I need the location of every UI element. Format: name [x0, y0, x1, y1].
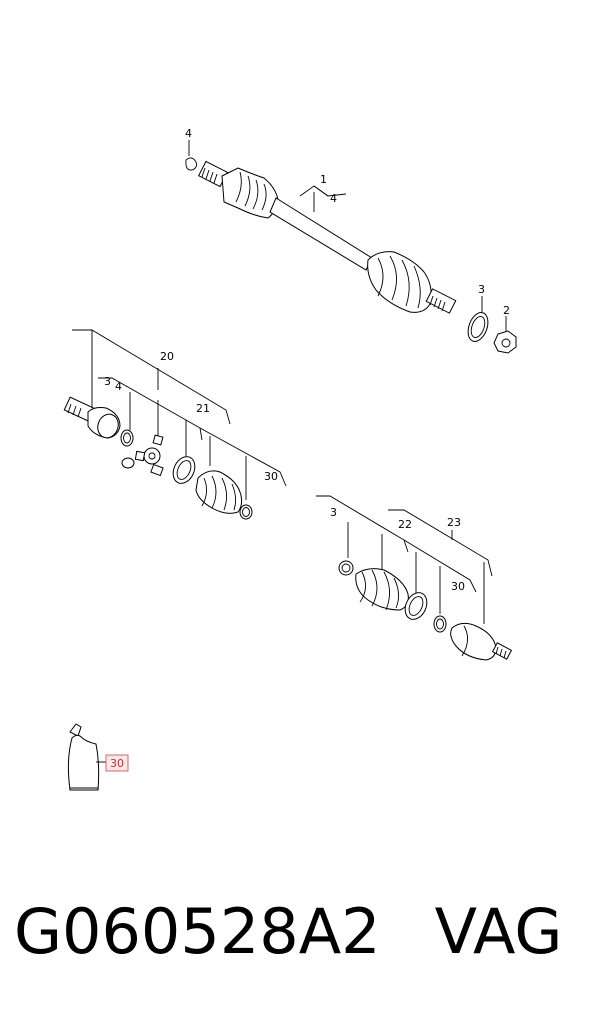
highlight-box-30 [105, 754, 129, 772]
grease-tube: 30 [67, 723, 129, 791]
inner-joint-kit: 20 3 4 21 30 [63, 329, 287, 520]
label-3-ring: 3 [478, 283, 485, 296]
part-caption: G060528A2 VAG [14, 895, 594, 975]
joint-boot [195, 470, 243, 514]
snap-ring [120, 429, 134, 447]
label-2-nut: 2 [503, 304, 510, 317]
label-4-circlip: 4 [185, 127, 192, 140]
shaft-bar [269, 197, 373, 271]
label-21-boot-kit: 21 [196, 402, 210, 415]
outer-joint-boot-kit [355, 568, 409, 611]
outer-cv-joint [450, 622, 513, 661]
joint-housing [63, 396, 121, 439]
inner-stub-shaft [198, 160, 228, 188]
label-23-joint-kit: 23 [447, 516, 461, 529]
seal-ring [467, 312, 489, 342]
brand-name: VAG [434, 895, 563, 968]
label-4-shaft: 4 [330, 192, 337, 205]
label-20-joint-kit: 20 [160, 350, 174, 363]
label-1-assembly: 1 [320, 173, 327, 186]
outer-joint-kit: 3 22 23 30 [316, 495, 513, 661]
inner-joint-boot [221, 167, 279, 219]
tripod-spider [121, 434, 164, 477]
drive-shaft-assembly: 4 1 4 3 2 [185, 127, 517, 354]
clamp-band-small [239, 504, 253, 520]
label-30-tube: 30 [110, 757, 124, 770]
part-number: G060528A2 [14, 895, 381, 968]
collar-nut [493, 330, 517, 354]
circlip [185, 157, 197, 171]
label-30-right: 30 [451, 580, 465, 593]
outer-stub-shaft [425, 288, 457, 314]
label-3-right: 3 [330, 506, 337, 519]
label-30-left: 30 [264, 470, 278, 483]
clamp-band-small-outer [338, 560, 354, 576]
snap-ring-outer [433, 615, 447, 633]
label-22-boot-kit: 22 [398, 518, 412, 531]
clamp-band-large [172, 456, 196, 484]
clamp-band-large-outer [404, 592, 428, 620]
label-3-left: 3 [104, 375, 111, 388]
label-4-left: 4 [115, 380, 122, 393]
outer-joint-boot [367, 251, 432, 313]
